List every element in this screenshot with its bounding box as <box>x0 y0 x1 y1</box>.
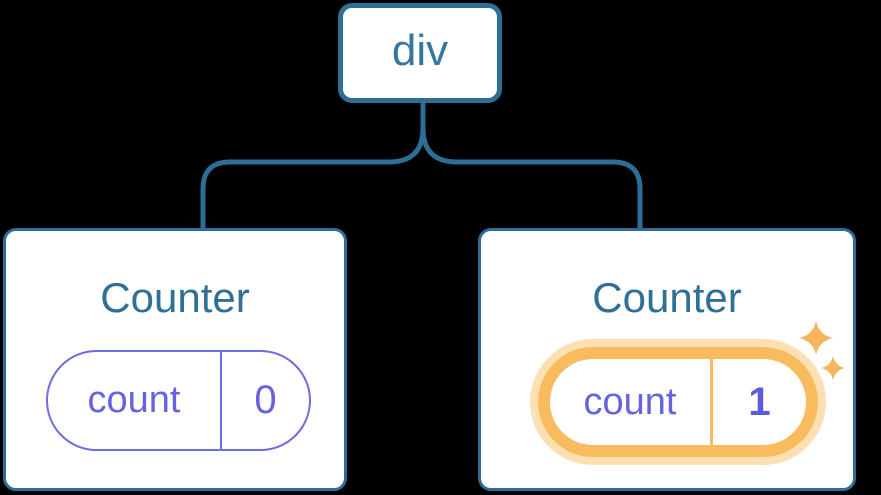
counter-node-right: Counter count 1 <box>478 228 856 491</box>
counter-title: Counter <box>100 274 250 321</box>
state-value: 1 <box>748 379 771 424</box>
state-pill: count 0 <box>46 350 311 451</box>
root-node-div: div <box>338 3 502 103</box>
counter-node-left: Counter count 0 <box>3 228 347 491</box>
state-pill-highlight-ring: count 1 <box>538 347 818 457</box>
state-key-label: count <box>87 379 181 421</box>
connector-left-branch <box>200 100 426 230</box>
counter-title: Counter <box>592 274 742 321</box>
connector-right-branch <box>420 100 643 230</box>
state-value: 0 <box>254 378 277 422</box>
root-node-label: div <box>391 26 449 75</box>
state-pill-highlighted: count 1 <box>530 339 826 465</box>
state-pill-inner: count 1 <box>550 359 806 445</box>
state-key-label: count <box>583 380 677 423</box>
state-pill-divider <box>220 352 222 449</box>
state-pill-divider <box>710 359 713 445</box>
